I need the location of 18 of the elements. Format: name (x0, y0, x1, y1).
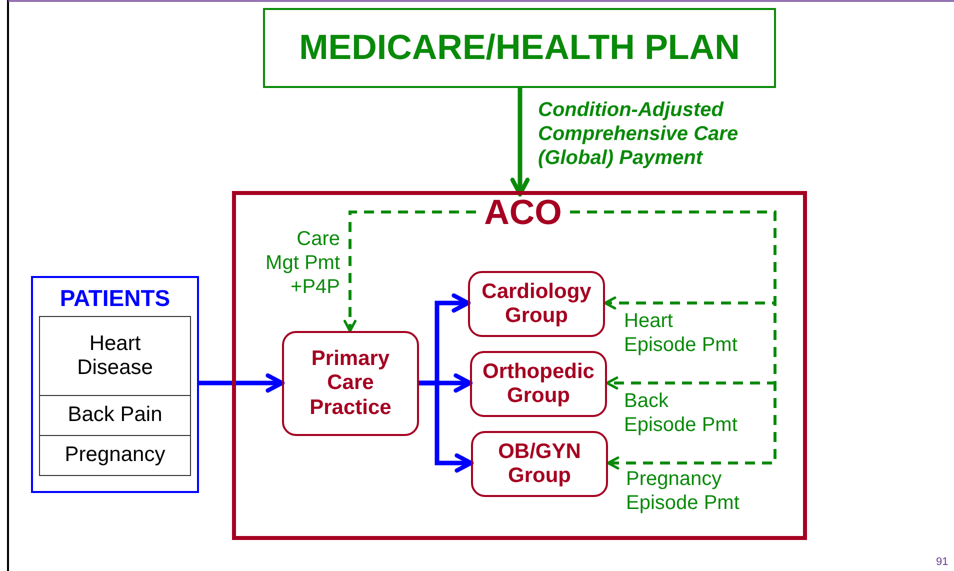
box-title: ACO (483, 194, 563, 232)
arrow (199, 373, 284, 393)
process-box: Cardiology Group (468, 271, 605, 337)
box-title: PATIENTS (58, 284, 172, 313)
panel (31, 276, 199, 493)
process-box: OB/GYN Group (471, 431, 608, 497)
table-cell: Back Pain (39, 395, 191, 436)
arrow (510, 88, 530, 196)
process-box: Primary Care Practice (282, 331, 419, 436)
table-cell: Heart Disease (39, 316, 191, 396)
arrow (419, 380, 474, 473)
container-box (232, 191, 807, 540)
dashed-arrow (570, 210, 776, 470)
process-box: Orthopedic Group (470, 351, 607, 417)
dashed-arrow (343, 210, 476, 332)
page-number: 91 (936, 556, 948, 568)
header-box: MEDICARE/HEALTH PLAN (263, 8, 776, 88)
table-cell: Pregnancy (39, 435, 191, 476)
